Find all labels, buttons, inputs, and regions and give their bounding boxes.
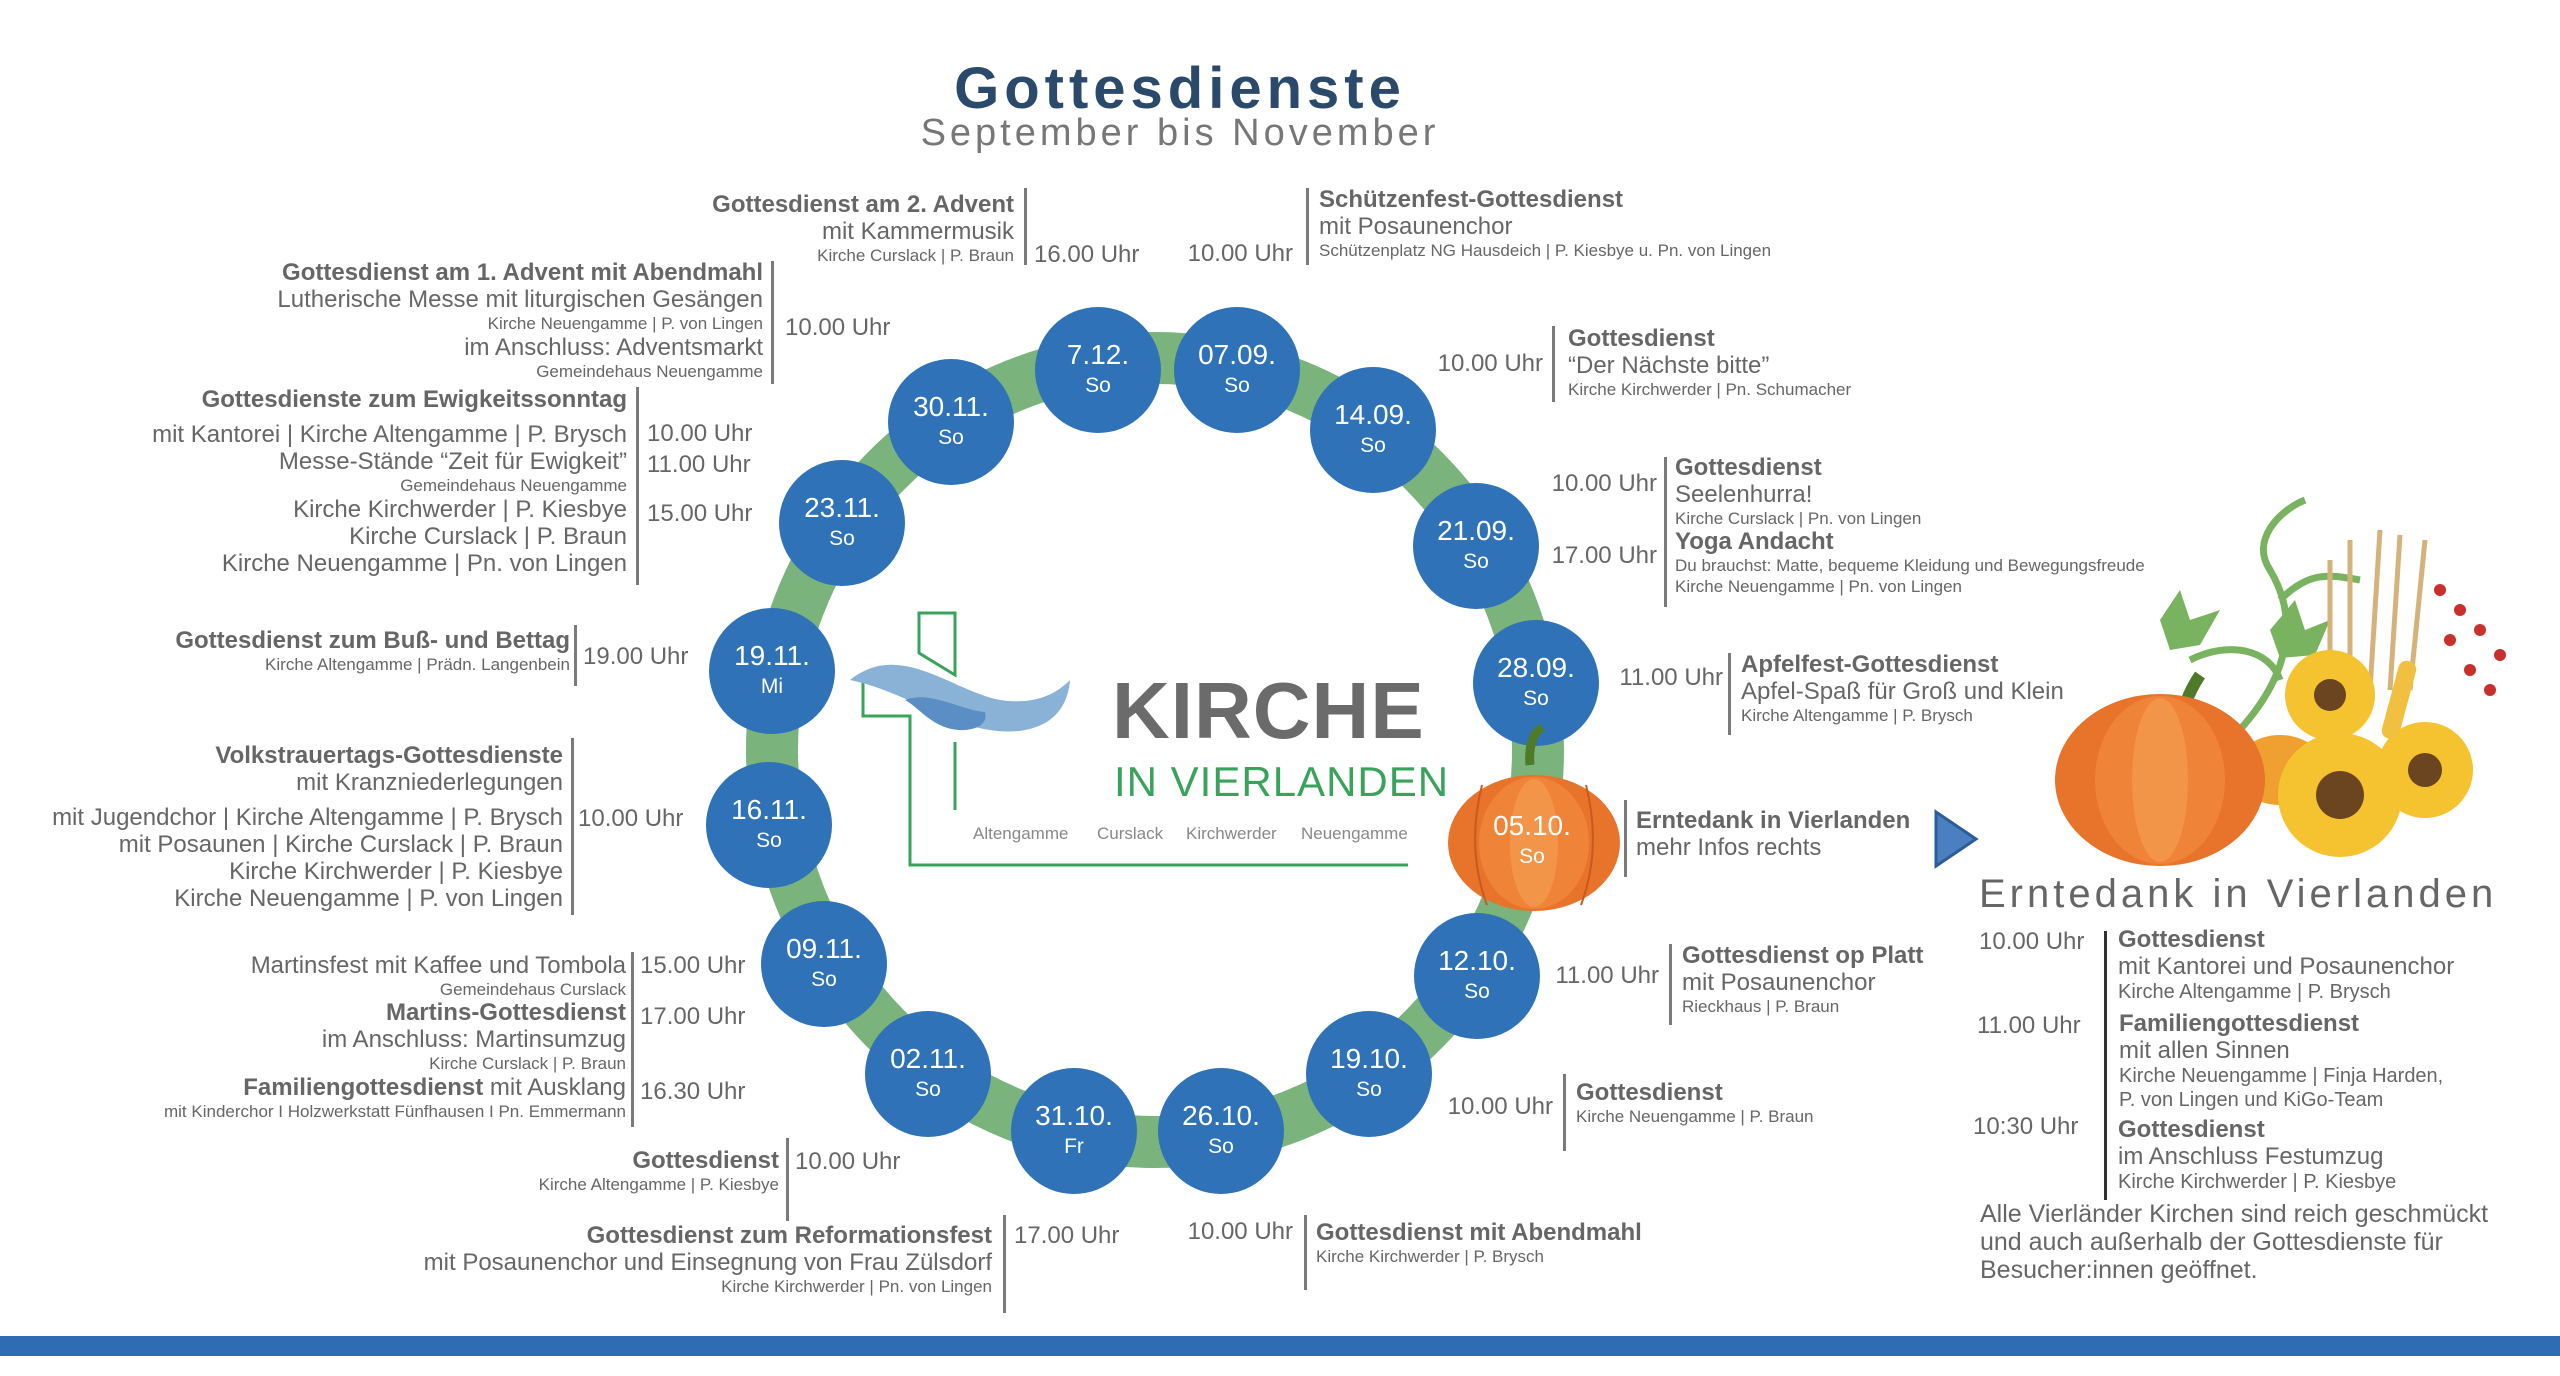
date-circle: 14.09.So	[1310, 367, 1436, 493]
sunflower-icon	[2377, 722, 2473, 818]
leaf-icon	[2270, 600, 2330, 658]
harvest-illustration	[2055, 496, 2506, 866]
date-circle: 30.11.So	[888, 359, 1014, 485]
date-circle: 19.11.Mi	[709, 608, 835, 734]
divider	[631, 952, 634, 1127]
wheat-icon	[2327, 529, 2428, 691]
date-circle: 12.10.So	[1414, 913, 1540, 1039]
event-time: 17.00 Uhr	[640, 1003, 746, 1030]
divider	[1304, 1215, 1307, 1290]
event-time: 19.00 Uhr	[583, 643, 689, 670]
divider	[1306, 188, 1309, 265]
page-title: Gottesdienste	[954, 56, 1406, 121]
divider	[2104, 931, 2107, 1200]
logo-place: Kirchwerder	[1186, 824, 1277, 843]
event-time: 15.00 Uhr	[640, 952, 746, 979]
divider	[771, 261, 774, 384]
date-circle: 28.09.So	[1473, 620, 1599, 746]
event-time: 10.00 Uhr	[785, 314, 891, 341]
footer-bar	[0, 1336, 2560, 1356]
date-circle: 7.12.So	[1035, 307, 1161, 433]
event-time: 10.00 Uhr	[1187, 240, 1293, 267]
event-time: 10:30 Uhr	[1973, 1113, 2079, 1140]
event-time: 17.00 Uhr	[1014, 1222, 1120, 1249]
erntedank-note: Alle Vierländer Kirchen sind reich gesch…	[1980, 1200, 2489, 1284]
date-circle: 02.11.So	[865, 1011, 991, 1137]
logo-wave-icon	[850, 664, 1070, 732]
date-circle: 19.10.So	[1306, 1011, 1432, 1137]
divider	[1563, 1074, 1566, 1151]
sunflower-icon	[2285, 650, 2375, 740]
divider	[1624, 800, 1627, 877]
date-circle: 23.11.So	[779, 460, 905, 586]
event-time: 10.00 Uhr	[647, 420, 753, 447]
logo-cross	[861, 611, 1408, 867]
logo-place: Curslack	[1097, 824, 1164, 843]
date-circle: 16.11.So	[706, 762, 832, 888]
event-time: 16.00 Uhr	[1034, 241, 1140, 268]
event-sep14: Gottesdienst“Der Nächste bitte”Kirche Ki…	[1568, 325, 1852, 400]
divider	[786, 1138, 789, 1221]
event-time: 15.00 Uhr	[647, 500, 753, 527]
event-time: 10.00 Uhr	[578, 805, 684, 832]
event-time: 10.00 Uhr	[795, 1148, 901, 1175]
date-circle: 09.11.So	[761, 901, 887, 1027]
event-time: 10.00 Uhr	[1187, 1218, 1293, 1245]
divider	[636, 387, 639, 585]
event-time: 10.00 Uhr	[1979, 928, 2085, 955]
event-time: 11.00 Uhr	[1555, 962, 1659, 989]
event-time: 10.00 Uhr	[1437, 350, 1543, 377]
divider	[1728, 653, 1731, 735]
event-time: 11.00 Uhr	[1619, 664, 1723, 691]
erntedank-heading: Erntedank in Vierlanden	[1979, 872, 2498, 916]
leaf-icon	[2160, 590, 2220, 650]
corn-icon	[2381, 660, 2417, 740]
berries-icon	[2434, 584, 2506, 696]
divider	[1669, 944, 1672, 1025]
event-time: 11.00 Uhr	[647, 451, 751, 478]
divider	[1003, 1215, 1006, 1313]
logo-place: Altengamme	[973, 824, 1069, 843]
event-time: 16.30 Uhr	[640, 1078, 746, 1105]
logo-in-vierlanden: IN VIERLANDEN	[1114, 758, 1450, 805]
divider	[1552, 326, 1555, 402]
logo-kirche: KIRCHE	[1112, 666, 1425, 755]
event-time: 10.00 Uhr	[1551, 470, 1657, 497]
date-circle: 21.09.So	[1413, 483, 1539, 609]
event-time: 11.00 Uhr	[1977, 1012, 2081, 1039]
divider	[1024, 188, 1027, 265]
divider	[1664, 457, 1667, 607]
event-time: 10.00 Uhr	[1447, 1093, 1553, 1120]
date-circle: 31.10.Fr	[1011, 1068, 1137, 1194]
arrow-right-icon[interactable]	[1932, 808, 1980, 870]
page-subtitle: September bis November	[920, 112, 1440, 154]
event-time: 17.00 Uhr	[1551, 542, 1657, 569]
sunflower-icon	[2278, 733, 2402, 857]
divider	[574, 625, 577, 686]
pumpkin-icon	[1448, 725, 1620, 911]
divider	[571, 738, 574, 915]
date-circle-pumpkin: 05.10.So	[1493, 810, 1571, 868]
logo-place: Neuengamme	[1301, 824, 1408, 843]
date-circle: 26.10.So	[1158, 1068, 1284, 1194]
date-circle: 07.09.So	[1174, 307, 1300, 433]
